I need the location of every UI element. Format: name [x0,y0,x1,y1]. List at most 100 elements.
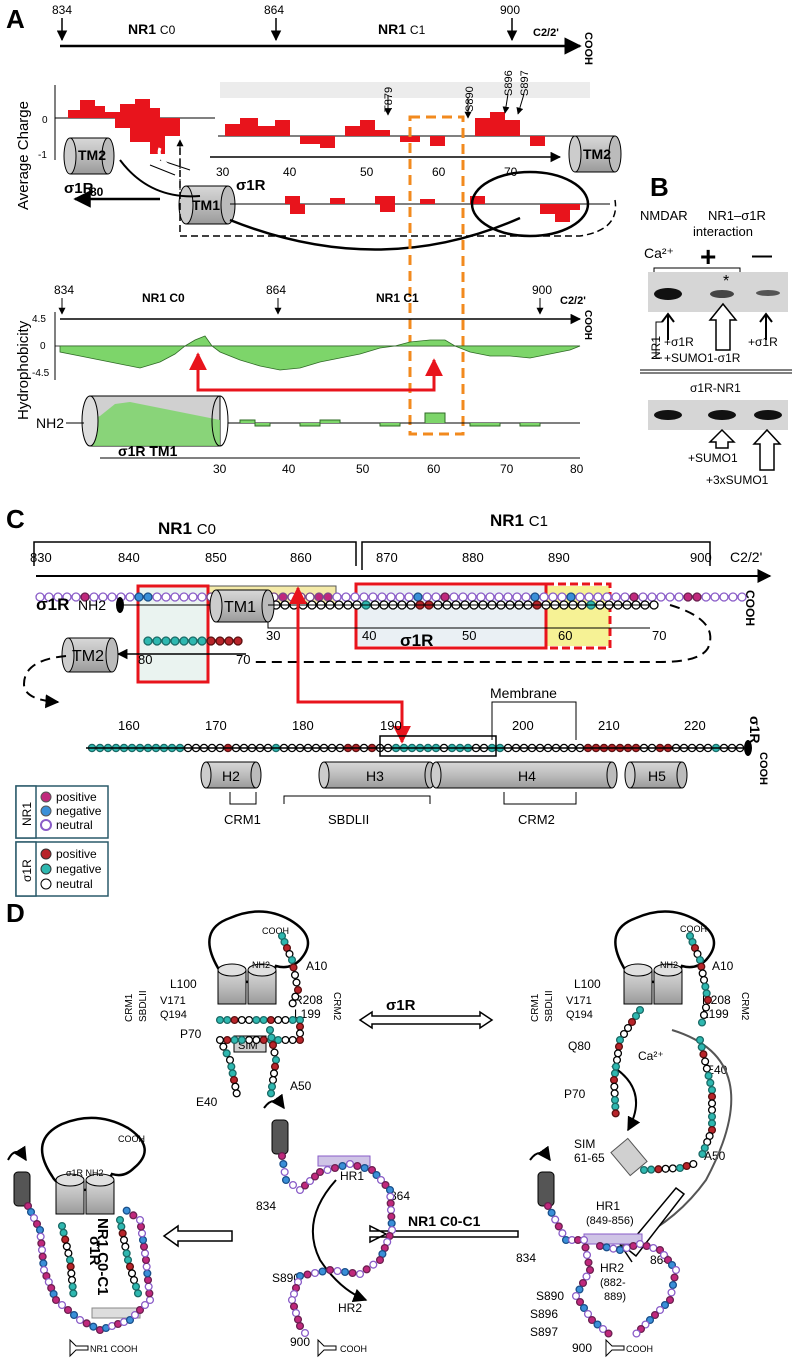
nr1-residue-bead [305,592,315,602]
nr1-residue-bead [692,592,702,602]
svg-text:900: 900 [290,1335,310,1349]
nr1-residue-bead [125,1315,135,1325]
red-link-c [289,586,411,744]
sigma-residue-bead [288,1035,297,1045]
sigma-residue-bead [59,1228,68,1237]
svg-text:C2/2': C2/2' [730,549,762,565]
svg-text:SBDLII: SBDLII [328,812,369,827]
red-link-arrow [189,352,443,392]
sigma-residue-bead [267,1033,276,1042]
nr1-residue-bead [671,1265,681,1275]
sigma-residue-bead [61,1235,70,1244]
svg-text:50: 50 [356,462,370,476]
svg-text:61-65: 61-65 [574,1151,605,1165]
svg-text:60: 60 [432,165,446,179]
svg-text:+3xSUMO1: +3xSUMO1 [706,473,769,487]
svg-text:70: 70 [652,628,666,643]
nr1-residue-bead [647,592,657,602]
svg-text:L199: L199 [702,1007,729,1021]
sigma-residue-bead [689,1159,698,1169]
svg-text:SBDLII: SBDLII [138,990,149,1022]
sigma-label-a2: σ1R [236,177,266,194]
nr1-residue-bead [539,592,549,602]
sigma-residue-bead [611,1109,620,1118]
nr1-residue-bead [295,1185,305,1195]
nr1-residue-bead [583,1309,593,1319]
sigma-residue-bead [697,962,706,971]
sigma-residue-bead [295,1015,305,1025]
nr1-residue-bead [340,1267,350,1277]
sigma-residue-bead [703,995,713,1005]
nr1-residue-bead [476,592,486,602]
nr1-residue-bead [449,592,459,602]
arrow-nr1-middle [369,1224,519,1244]
svg-text:COOH: COOH [743,590,757,626]
sigma-residue-bead [223,1015,232,1025]
sigma-residue-bead [639,1165,649,1175]
svg-text:210: 210 [598,718,620,733]
sigma-residue-bead [707,1099,717,1108]
sigma-residue-bead [699,1050,708,1059]
svg-text:900: 900 [572,1341,592,1355]
nr1-residue-bead [350,592,360,602]
svg-text:V171: V171 [160,995,186,1007]
svg-text:+: + [700,241,716,272]
svg-text:neutral: neutral [56,818,93,832]
svg-text:(849-856): (849-856) [586,1215,634,1227]
helix-h4: H4 [430,761,618,789]
nr1-residue-bead [377,592,387,602]
nr1-residue-bead [593,592,603,602]
tick-834: 834 [52,3,72,17]
svg-text:190: 190 [380,718,402,733]
tick-900: 900 [500,3,520,17]
svg-text:σ1R-NR1: σ1R-NR1 [690,381,741,395]
sigma-residue-bead [610,1069,620,1078]
sigma-residue-bead [252,1035,261,1045]
nr1-residue-bead [381,1180,390,1190]
nr1-residue-bead [38,1252,47,1261]
svg-text:Membrane: Membrane [490,685,557,701]
svg-text:SIM: SIM [574,1137,595,1151]
nr1-residue-bead [547,1208,556,1217]
sigma-residue-bead [612,1055,622,1065]
svg-text:CRM2: CRM2 [331,992,342,1021]
sigma-structure-right: COOH NH2 A10 L100 V171 Q194 CRM1 SBDLII … [530,910,750,1263]
helix-h5: H5 [624,761,688,789]
sigma-residue-bead [122,1249,131,1258]
svg-text:-1: -1 [38,150,47,161]
nr1-residue-bead [143,1275,153,1285]
svg-text:HR1: HR1 [596,1199,620,1213]
nr1-residue-bead [386,1192,395,1201]
site-t879: T879 [383,87,395,112]
sigma-residue-bead [610,1082,619,1091]
nr1-residue-bead [668,1280,678,1290]
nr1-residue-bead [323,1165,332,1175]
sigma-residue-bead [611,1062,621,1071]
ylabel-hydro: Hydrophobicity [15,320,32,420]
svg-text:σ1R: σ1R [747,716,763,743]
svg-text:40: 40 [362,628,376,643]
nr1-residue-bead [674,592,684,602]
nr1-residue-bead [62,592,72,602]
svg-text:0: 0 [40,341,46,352]
nr1-residue-bead [598,1324,608,1334]
tm1-cylinder-c: TM1 [209,589,275,623]
sigma-residue-bead [707,1085,717,1095]
svg-text:E40: E40 [196,1095,218,1109]
sigma-residue-bead [68,1282,77,1291]
sigma-residue-bead [215,1035,225,1045]
sigma-residue-bead [701,1003,711,1012]
panel-c-ticks: 830 840 850 860 870 880 890 900 [30,550,712,565]
nr1-residue-bead [291,1308,301,1318]
nr1-residue-bead [140,1300,150,1310]
svg-text:COOH: COOH [118,1134,145,1144]
nr1-residue-bead [710,592,720,602]
sigma-residue-bead [245,1015,254,1025]
cooh-label: COOH [582,32,594,65]
nr1-residue-bead [557,592,567,602]
sigma-residue-bead [125,1262,135,1271]
nr1-residue-bead [622,1243,631,1253]
nr1-residue-bead [35,592,45,602]
sigma-residue-bead [281,1015,290,1025]
sigma-residue-bead [152,636,162,646]
